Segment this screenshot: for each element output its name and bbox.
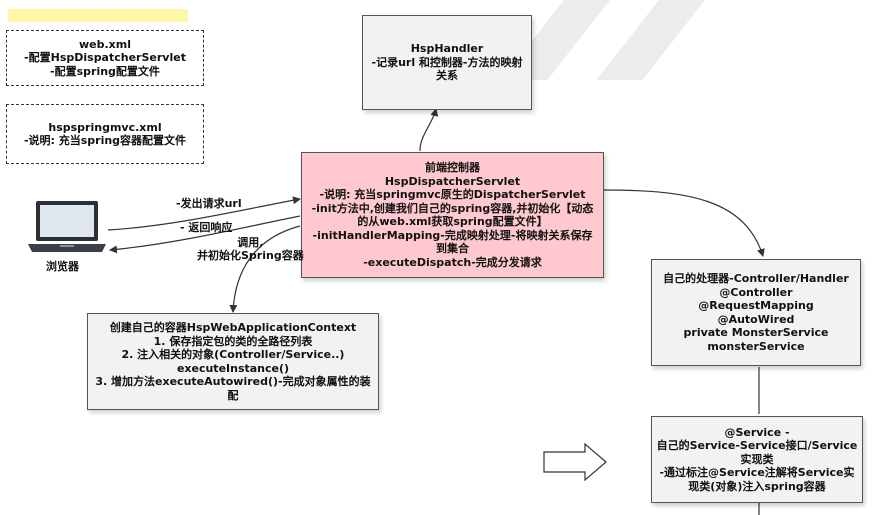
container-line: 3. 增加方法executeAutowired()-完成对象属性的装 xyxy=(95,375,371,388)
hsp-handler-box: HspHandler -记录url 和控制器-方法的映射 关系 xyxy=(362,15,532,110)
web-application-context-box: 创建自己的容器HspWebApplicationContext 1. 保存指定包… xyxy=(87,313,379,410)
call-init-line: 并初始化Spring容器 xyxy=(197,249,304,262)
dispatcher-line: -init方法中,创建我们自己的spring容器,并初始化【动态 xyxy=(311,201,594,215)
springmvc-xml-line: -说明: 充当spring容器配置文件 xyxy=(23,134,187,147)
dispatcher-to-handler-arrow xyxy=(419,108,439,152)
handler-line: -记录url 和控制器-方法的映射 xyxy=(371,55,523,69)
hollow-right-arrow xyxy=(543,442,607,482)
container-title: 创建自己的容器HspWebApplicationContext xyxy=(109,321,357,334)
springmvc-xml-box: hspspringmvc.xml -说明: 充当spring容器配置文件 xyxy=(6,104,204,164)
container-line: 2. 注入相关的对象(Controller/Service..) xyxy=(121,348,345,361)
service-box: @Service - 自己的Service-Service接口/Service … xyxy=(651,416,863,503)
dispatcher-to-controller-arrow xyxy=(603,189,765,257)
dispatcher-line: -说明: 充当springmvc原生的DispatcherServlet xyxy=(319,188,586,201)
web-xml-line: -配置spring配置文件 xyxy=(50,64,160,78)
dispatcher-line: -executeDispatch-完成分发请求 xyxy=(363,255,542,269)
controller-line: @AutoWired xyxy=(717,312,795,326)
call-init-line: 调用, xyxy=(237,236,264,249)
web-xml-box: web.xml -配置HspDispatcherServlet -配置sprin… xyxy=(6,30,204,86)
web-xml-line: -配置HspDispatcherServlet xyxy=(24,51,186,65)
dispatcher-line: 到集合 xyxy=(436,242,469,255)
service-line: 自己的Service-Service接口/Service xyxy=(656,439,858,453)
controller-line: monsterService xyxy=(707,339,805,353)
return-response-arrow xyxy=(109,215,301,254)
handler-title: HspHandler xyxy=(410,42,484,56)
dispatcher-to-container-arrow xyxy=(229,225,301,313)
handler-line: 关系 xyxy=(436,69,458,83)
dispatcher-title: HspDispatcherServlet xyxy=(384,174,521,188)
controller-handler-box: 自己的处理器-Controller/Handler @Controller @R… xyxy=(651,259,861,366)
laptop-icon xyxy=(28,201,106,252)
return-response-label: - 返回响应 xyxy=(180,221,233,234)
service-line: -通过标注@Service注解将Service实 xyxy=(659,466,855,480)
container-line: executeInstance() xyxy=(176,361,290,375)
web-xml-title: web.xml xyxy=(78,37,131,51)
browser-node: 浏览器 xyxy=(24,198,110,278)
container-line: 1. 保存指定包的类的全路径列表 xyxy=(153,334,313,348)
send-request-label: -发出请求url xyxy=(176,197,242,210)
controller-line: @Controller xyxy=(719,285,793,299)
service-line: 实现类 xyxy=(740,452,774,466)
container-line: 配 xyxy=(227,388,239,402)
controller-line: private MonsterService xyxy=(683,326,829,339)
highlight-strip xyxy=(8,9,188,22)
dispatcher-line: 的从web.xml获取spring配置文件】 xyxy=(357,215,548,228)
service-title: @Service - xyxy=(724,425,790,439)
dispatcher-servlet-box: 前端控制器 HspDispatcherServlet -说明: 充当spring… xyxy=(301,152,604,278)
controller-line: @RequestMapping xyxy=(698,299,814,312)
send-request-arrow xyxy=(107,196,301,231)
browser-label: 浏览器 xyxy=(46,260,79,273)
call-init-label: 调用, 并初始化Spring容器 xyxy=(197,236,304,262)
dispatcher-heading: 前端控制器 xyxy=(425,161,480,174)
controller-title: 自己的处理器-Controller/Handler xyxy=(663,272,849,285)
dispatcher-line: -initHandlerMapping-完成映射处理-将映射关系保存 xyxy=(312,228,593,242)
springmvc-xml-title: hspspringmvc.xml xyxy=(48,120,162,134)
service-line: 现类(对象)注入spring容器 xyxy=(688,479,826,493)
